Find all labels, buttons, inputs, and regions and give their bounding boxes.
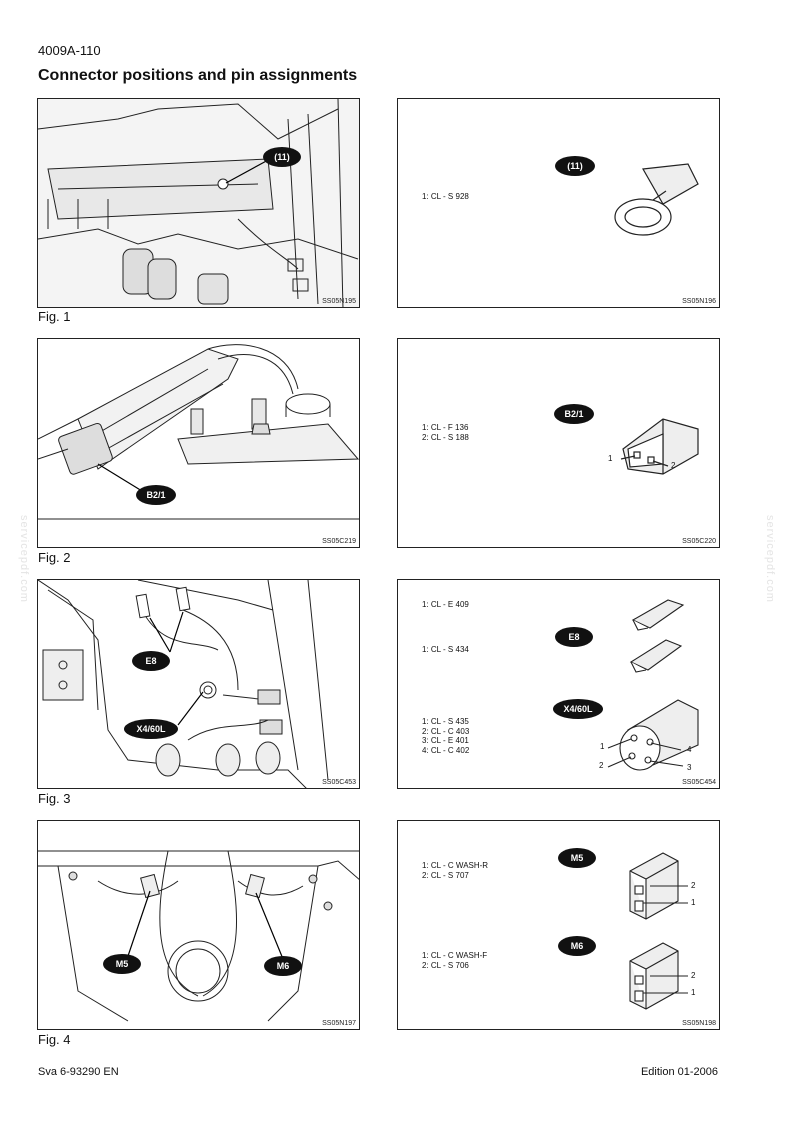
pin-entry: 1: CL - S 434: [422, 645, 469, 654]
image-code: SS05N195: [322, 298, 356, 305]
figure-label: Fig. 1: [38, 309, 71, 324]
fig1-illustration: [38, 99, 359, 307]
pin-entry: 1: CL - F 136: [422, 423, 469, 432]
pin-list-m5: 1: CL - C WASH-R 2: CL - S 707: [422, 861, 488, 880]
footer-doc-ref: Sva 6-93290 EN: [38, 1066, 119, 1078]
fig2-photo-panel: B2/1 SS05C219: [37, 338, 360, 548]
pin-number: 2: [691, 971, 696, 980]
pin-number: 2: [671, 461, 676, 470]
watermark-left: servicepdf.com: [18, 515, 30, 603]
pin-entry: 1: CL - E 409: [422, 600, 469, 609]
footer-edition: Edition 01-2006: [640, 1066, 718, 1078]
pin-entry: 2: CL - S 707: [422, 870, 469, 880]
badge-e8: E8: [555, 627, 593, 647]
figure-label: Fig. 3: [38, 791, 71, 806]
badge-b2-1: B2/1: [554, 404, 594, 424]
page-title: Connector positions and pin assignments: [38, 67, 358, 84]
pin-entry: 3: CL - E 401: [422, 736, 469, 745]
fig4-illustration: [38, 850, 359, 1022]
callout-b2-1: B2/1: [136, 485, 176, 505]
badge-11: (11): [555, 156, 595, 176]
pin-number: 1: [691, 898, 696, 907]
ring-terminal-icon: [614, 163, 699, 236]
badge-m6: M6: [558, 936, 596, 956]
pin-number: 3: [687, 763, 692, 772]
pin-number: 1: [608, 454, 613, 463]
image-code: SS05C219: [322, 538, 356, 545]
callout-x4-60l: X4/60L: [124, 719, 178, 739]
image-code: SS05N197: [322, 1020, 356, 1027]
image-code: SS05C453: [322, 779, 356, 786]
pin-list-e8-a: 1: CL - E 409: [422, 600, 469, 610]
fig2-diagram-panel: B2/1 1 2 1: CL - F 136 2: CL - S 188 SS0…: [397, 338, 720, 548]
fig4-connector-icons: [629, 852, 688, 1010]
callout-m6: M6: [264, 956, 302, 976]
image-code: SS05N198: [682, 1020, 716, 1027]
watermark-right: servicepdf.com: [764, 515, 776, 603]
pin-entry: 1: CL - S 435: [422, 717, 469, 726]
pin-number: 4: [687, 745, 692, 754]
pin-entry: 2: CL - S 188: [422, 432, 469, 442]
fig3-photo-panel: E8 X4/60L SS05C453: [37, 579, 360, 789]
pin-entry: 1: CL - C WASH-R: [422, 861, 489, 870]
figure-label: Fig. 4: [38, 1032, 71, 1047]
pin-entry: 2: CL - S 706: [422, 960, 469, 970]
figure-label: Fig. 2: [38, 550, 71, 565]
fig3-illustration: [38, 580, 329, 788]
pin-list-m6: 1: CL - C WASH-F 2: CL - S 706: [422, 951, 487, 970]
pin-number: 1: [600, 742, 605, 751]
pin-number: 2: [599, 761, 604, 770]
badge-x4-60l: X4/60L: [553, 699, 603, 719]
callout-m5: M5: [103, 954, 141, 974]
image-code: SS05N196: [682, 298, 716, 305]
fig1-photo-panel: (11) SS05N195: [37, 98, 360, 308]
pin-entry: 1: CL - S 928: [422, 192, 469, 201]
image-code: SS05C454: [682, 779, 716, 786]
two-pin-connector-icon: [620, 418, 699, 475]
fig4-photo-panel: M5 M6 SS05N197: [37, 820, 360, 1030]
badge-m5: M5: [558, 848, 596, 868]
pin-entry: 1: CL - C WASH-F: [422, 951, 488, 960]
pin-entry: 4: CL - C 402: [422, 745, 470, 755]
callout-e8: E8: [132, 651, 170, 671]
fig3-connector-icons: [607, 599, 699, 771]
pin-number: 1: [691, 988, 696, 997]
pin-entry: 2: CL - C 403: [422, 726, 470, 736]
fig4-diagram-panel: M5 M6 2 1 2 1 1: CL - C WASH-R 2: CL - S…: [397, 820, 720, 1030]
fig3-diagram-panel: E8 X4/60L 1 4 2 3 1: CL - E 409 1: CL - …: [397, 579, 720, 789]
pin-list-b2-1: 1: CL - F 136 2: CL - S 188: [422, 423, 469, 442]
fig1-diagram-panel: (11) 1: CL - S 928 SS05N196: [397, 98, 720, 308]
pin-list-11: 1: CL - S 928: [422, 192, 469, 202]
fig2-illustration: [38, 344, 359, 520]
document-number: 4009A-110: [38, 43, 101, 58]
pin-number: 2: [691, 881, 696, 890]
pin-list-x4-60l: 1: CL - S 435 2: CL - C 403 3: CL - E 40…: [422, 717, 469, 755]
pin-list-e8-b: 1: CL - S 434: [422, 645, 469, 655]
image-code: SS05C220: [682, 538, 716, 545]
callout-11: (11): [263, 147, 301, 167]
